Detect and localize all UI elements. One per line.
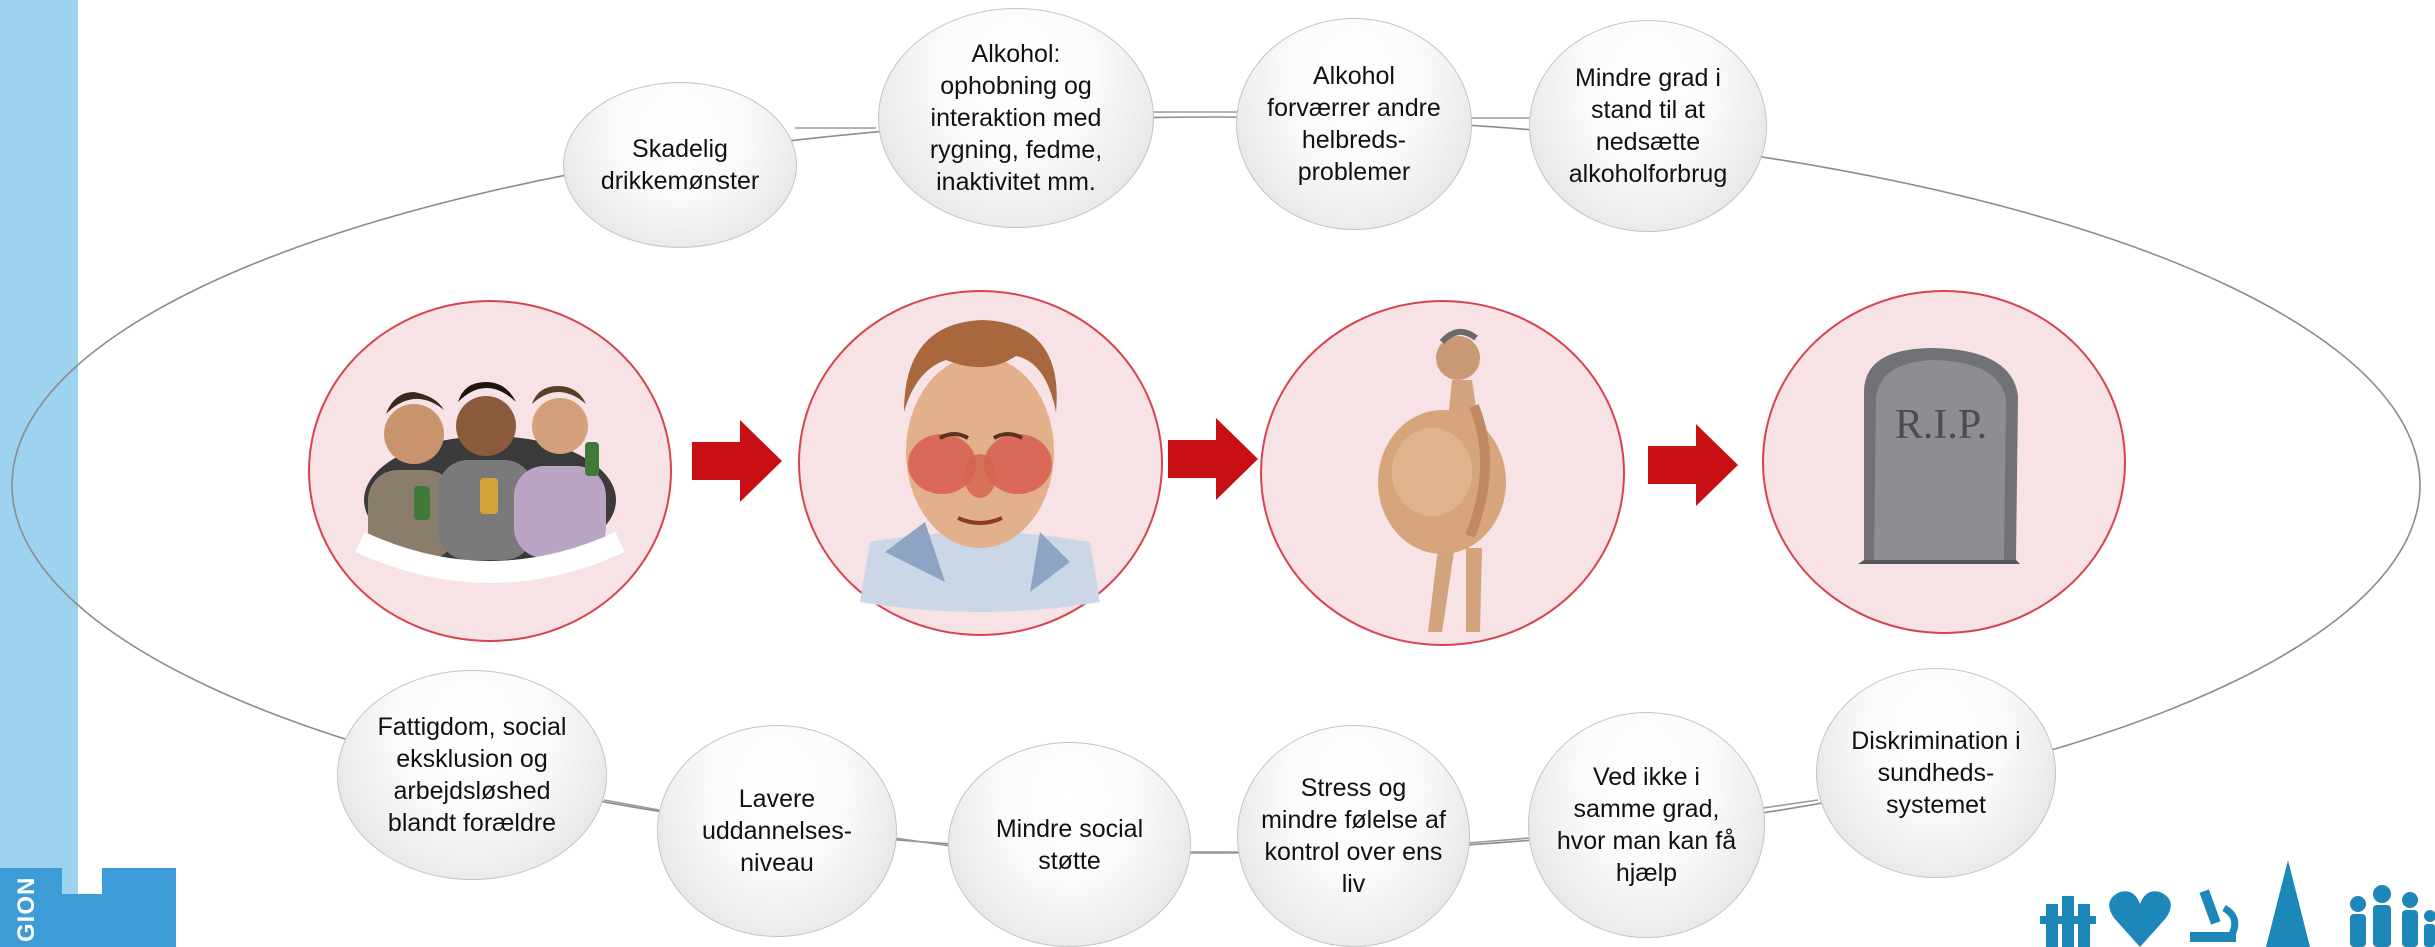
microscope-icon	[2190, 889, 2236, 942]
swollen-abdomen-image	[1262, 302, 1623, 644]
stage-flushed-face	[798, 290, 1163, 636]
test-tubes-icon	[2040, 896, 2096, 947]
bubble-text: Alkohol forværrer andre helbreds- proble…	[1267, 60, 1441, 188]
bubble-discrimination: Diskrimination i sundheds- systemet	[1816, 668, 2056, 878]
bubble-harmful-drinking: Skadelig drikkemønster	[563, 82, 797, 248]
bubble-text: Skadelig drikkemønster	[601, 133, 759, 197]
bubble-text: Mindre social støtte	[996, 813, 1143, 877]
tombstone-engraving: R.I.P.	[1895, 402, 1987, 448]
bubble-social-support: Mindre social støtte	[948, 742, 1191, 947]
bubble-reduced-ability: Mindre grad i stand til at nedsætte alko…	[1529, 20, 1767, 232]
tower-icon	[2266, 860, 2310, 947]
arrow-right-icon	[1648, 424, 1738, 506]
bubble-alcohol-accumulation: Alkohol: ophobning og interaktion med ry…	[878, 8, 1154, 228]
flushed-face-image	[800, 292, 1161, 634]
stage-young-drinkers	[308, 300, 672, 642]
bubble-text: Stress og mindre følelse af kontrol over…	[1261, 772, 1446, 900]
bubble-poverty: Fattigdom, social eksklusion og arbejdsl…	[337, 670, 607, 880]
bubble-stress: Stress og mindre følelse af kontrol over…	[1237, 725, 1470, 947]
stage-tombstone: R.I.P.	[1762, 290, 2126, 634]
tombstone-image: R.I.P.	[1764, 292, 2124, 632]
family-icon	[2350, 885, 2435, 947]
arrow-right-icon	[692, 420, 782, 502]
bubble-text: Ved ikke i samme grad, hvor man kan få h…	[1557, 761, 1736, 889]
bubble-text: Alkohol: ophobning og interaktion med ry…	[930, 38, 1102, 198]
health-icons-strip	[2040, 860, 2435, 947]
bubble-text: Lavere uddannelses- niveau	[702, 783, 852, 879]
heart-icon	[2109, 891, 2171, 947]
stage-swollen-abdomen	[1260, 300, 1625, 646]
bubble-help-knowledge: Ved ikke i samme grad, hvor man kan få h…	[1528, 712, 1765, 938]
bubble-text: Fattigdom, social eksklusion og arbejdsl…	[378, 711, 567, 839]
bubble-text: Diskrimination i sundheds- systemet	[1851, 725, 2020, 821]
bubble-alcohol-worsens: Alkohol forværrer andre helbreds- proble…	[1236, 18, 1472, 230]
bubble-text: Mindre grad i stand til at nedsætte alko…	[1569, 62, 1727, 190]
arrow-right-icon	[1168, 418, 1258, 500]
young-men-drinking-image	[310, 302, 670, 640]
bubble-education: Lavere uddannelses- niveau	[657, 725, 897, 937]
